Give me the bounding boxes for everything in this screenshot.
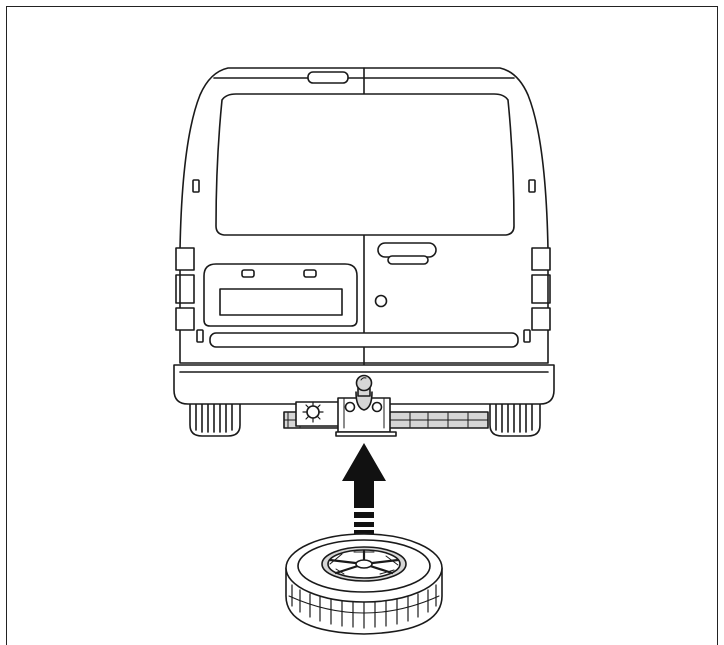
spare-wheel-icon bbox=[285, 533, 443, 635]
tow-hitch-icon bbox=[283, 374, 489, 437]
tail-light-right bbox=[531, 247, 551, 331]
brake-light bbox=[307, 71, 349, 84]
rear-window bbox=[215, 93, 515, 236]
license-plate-area bbox=[203, 263, 358, 327]
trim-strip bbox=[209, 332, 519, 348]
van-rear-tyre-left bbox=[189, 399, 241, 437]
van-rear-view-icon bbox=[173, 67, 555, 437]
illustration-frame bbox=[6, 6, 718, 645]
door-handle bbox=[377, 242, 437, 265]
van-rear-tyre-right bbox=[489, 399, 541, 437]
tail-light-left bbox=[175, 247, 195, 331]
door-lock bbox=[374, 294, 388, 308]
up-arrow-icon bbox=[342, 443, 386, 534]
